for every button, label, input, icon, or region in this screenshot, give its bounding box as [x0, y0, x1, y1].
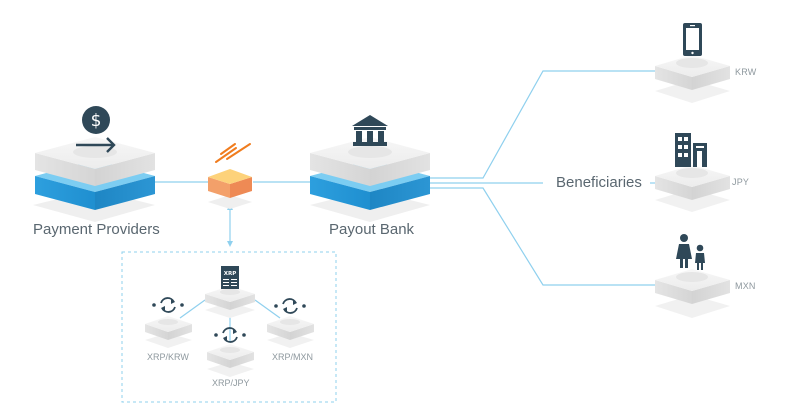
platform-right	[230, 294, 255, 310]
cube-shadow	[208, 195, 252, 209]
platform-top-spot	[73, 146, 117, 158]
exchange-xrp-mxn-node[interactable]	[267, 298, 314, 348]
exchange-cycle-icon	[152, 297, 184, 313]
platform-blue-layer-right	[370, 176, 430, 210]
office-building-icon	[675, 133, 707, 167]
beneficiary-jpy-label: JPY	[732, 177, 750, 187]
beneficiary-mxn-label: MXN	[735, 281, 756, 291]
beneficiary-mxn-node[interactable]	[655, 234, 730, 318]
payout-bank-label: Payout Bank	[329, 221, 415, 238]
platform-blue-layer-left	[35, 176, 95, 210]
platform-left	[145, 324, 168, 340]
platform-right	[692, 280, 730, 304]
ripple-lines-icon	[215, 143, 251, 163]
platform-grey-layer-left	[35, 153, 95, 186]
platform-grey-layer-left	[310, 153, 370, 186]
platform-shadow	[267, 333, 314, 348]
family-icon	[676, 234, 705, 270]
mobile-phone-icon	[683, 23, 702, 56]
platform-right	[692, 66, 730, 90]
beneficiary-krw-label: KRW	[735, 67, 757, 77]
exchange-xrp-krw-node[interactable]	[145, 297, 192, 348]
exchange-xrp-mxn-label: XRP/MXN	[272, 352, 314, 362]
beneficiaries-label: Beneficiaries	[556, 174, 642, 191]
connector-bank-to-krw	[426, 70, 660, 179]
beneficiary-krw-node[interactable]	[655, 23, 730, 103]
platform-top-spot	[220, 347, 240, 353]
platform-shadow	[207, 362, 254, 377]
beneficiary-jpy-node[interactable]	[655, 133, 730, 212]
xrapid-node[interactable]	[208, 143, 252, 209]
exchange-xrp-jpy-node[interactable]	[207, 327, 254, 377]
link-hub-mxn	[254, 299, 281, 319]
platform-shadow	[145, 333, 192, 348]
link-hub-krw	[179, 299, 206, 319]
platform-left	[655, 66, 692, 90]
svg-text:$: $	[91, 111, 102, 131]
svg-text:XRP: XRP	[224, 271, 237, 277]
exchange-cycle-icon	[274, 298, 306, 314]
platform-top-spot	[158, 319, 178, 325]
platform-top-spot	[676, 272, 708, 282]
platform-shadow	[655, 80, 730, 103]
platform-blue-layer-left	[310, 176, 370, 210]
platform-left	[205, 294, 230, 310]
arrowhead-down-icon	[227, 241, 233, 247]
platform-grey-layer-right	[370, 153, 430, 186]
cube-top	[208, 169, 252, 184]
platform-grey-layer-right	[95, 153, 155, 186]
exchange-xrp-krw-label: XRP/KRW	[147, 352, 189, 362]
platform-top-spot	[280, 319, 300, 325]
platform-top-spot	[676, 168, 708, 178]
payout-bank-node[interactable]	[310, 115, 430, 222]
bank-icon	[352, 115, 388, 146]
dollar-transfer-icon: $	[76, 106, 116, 153]
platform-left	[655, 280, 692, 304]
platform-left	[655, 176, 692, 200]
exchange-cycle-icon	[214, 327, 246, 343]
platform-left	[267, 324, 290, 340]
xrp-ledger-icon: XRP	[221, 266, 239, 289]
payment-providers-node[interactable]: $	[33, 106, 155, 222]
platform-blue-layer-right	[95, 176, 155, 210]
xrp-hub-node[interactable]: XRP	[205, 266, 255, 318]
platform-shadow	[655, 295, 730, 318]
platform-right	[692, 176, 730, 200]
platform-top-spot	[348, 146, 392, 158]
platform-shadow	[655, 189, 730, 212]
platform-top-spot	[220, 289, 240, 295]
exchange-cluster-box	[121, 251, 337, 403]
connector-bank-to-mxn	[426, 187, 660, 286]
platform-left	[207, 352, 230, 368]
platform-right	[230, 352, 254, 368]
exchange-xrp-jpy-label: XRP/JPY	[212, 378, 250, 388]
platform-right	[290, 324, 314, 340]
payment-providers-label: Payment Providers	[33, 221, 160, 238]
platform-top-spot	[676, 58, 708, 68]
platform-right	[168, 324, 192, 340]
